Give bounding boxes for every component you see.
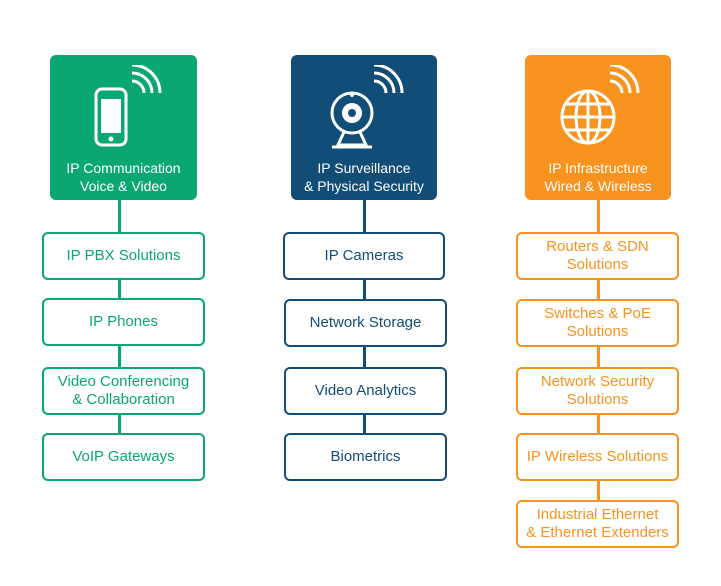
smartphone-wifi-icon <box>94 65 161 147</box>
solution-ip-phones[interactable]: IP Phones <box>42 298 205 346</box>
category-title: IP Surveillance & Physical Security <box>304 160 424 194</box>
solution-switches-poe[interactable]: Switches & PoE Solutions <box>516 299 679 347</box>
solution-video-conferencing[interactable]: Video Conferencing & Collaboration <box>42 367 205 415</box>
solution-routers-sdn[interactable]: Routers & SDN Solutions <box>516 232 679 280</box>
solution-video-analytics[interactable]: Video Analytics <box>284 367 447 415</box>
connector-line <box>597 200 600 530</box>
solution-voip-gateways[interactable]: VoIP Gateways <box>42 433 205 481</box>
solution-network-security[interactable]: Network Security Solutions <box>516 367 679 415</box>
solution-biometrics[interactable]: Biometrics <box>284 433 447 481</box>
globe-wifi-icon <box>560 65 640 145</box>
category-header-ip-infrastructure[interactable]: IP Infrastructure Wired & Wireless <box>525 55 671 200</box>
category-header-ip-surveillance[interactable]: IP Surveillance & Physical Security <box>291 55 437 200</box>
webcam-wifi-icon <box>330 65 404 149</box>
category-header-ip-communication[interactable]: IP Communication Voice & Video <box>50 55 197 200</box>
category-title: IP Communication Voice & Video <box>66 160 181 194</box>
solution-ip-pbx[interactable]: IP PBX Solutions <box>42 232 205 280</box>
category-title: IP Infrastructure Wired & Wireless <box>544 160 652 194</box>
solution-ip-wireless[interactable]: IP Wireless Solutions <box>516 433 679 481</box>
solution-industrial-ethernet[interactable]: Industrial Ethernet & Ethernet Extenders <box>516 500 679 548</box>
solution-ip-cameras[interactable]: IP Cameras <box>283 232 445 280</box>
solution-network-storage[interactable]: Network Storage <box>284 299 447 347</box>
